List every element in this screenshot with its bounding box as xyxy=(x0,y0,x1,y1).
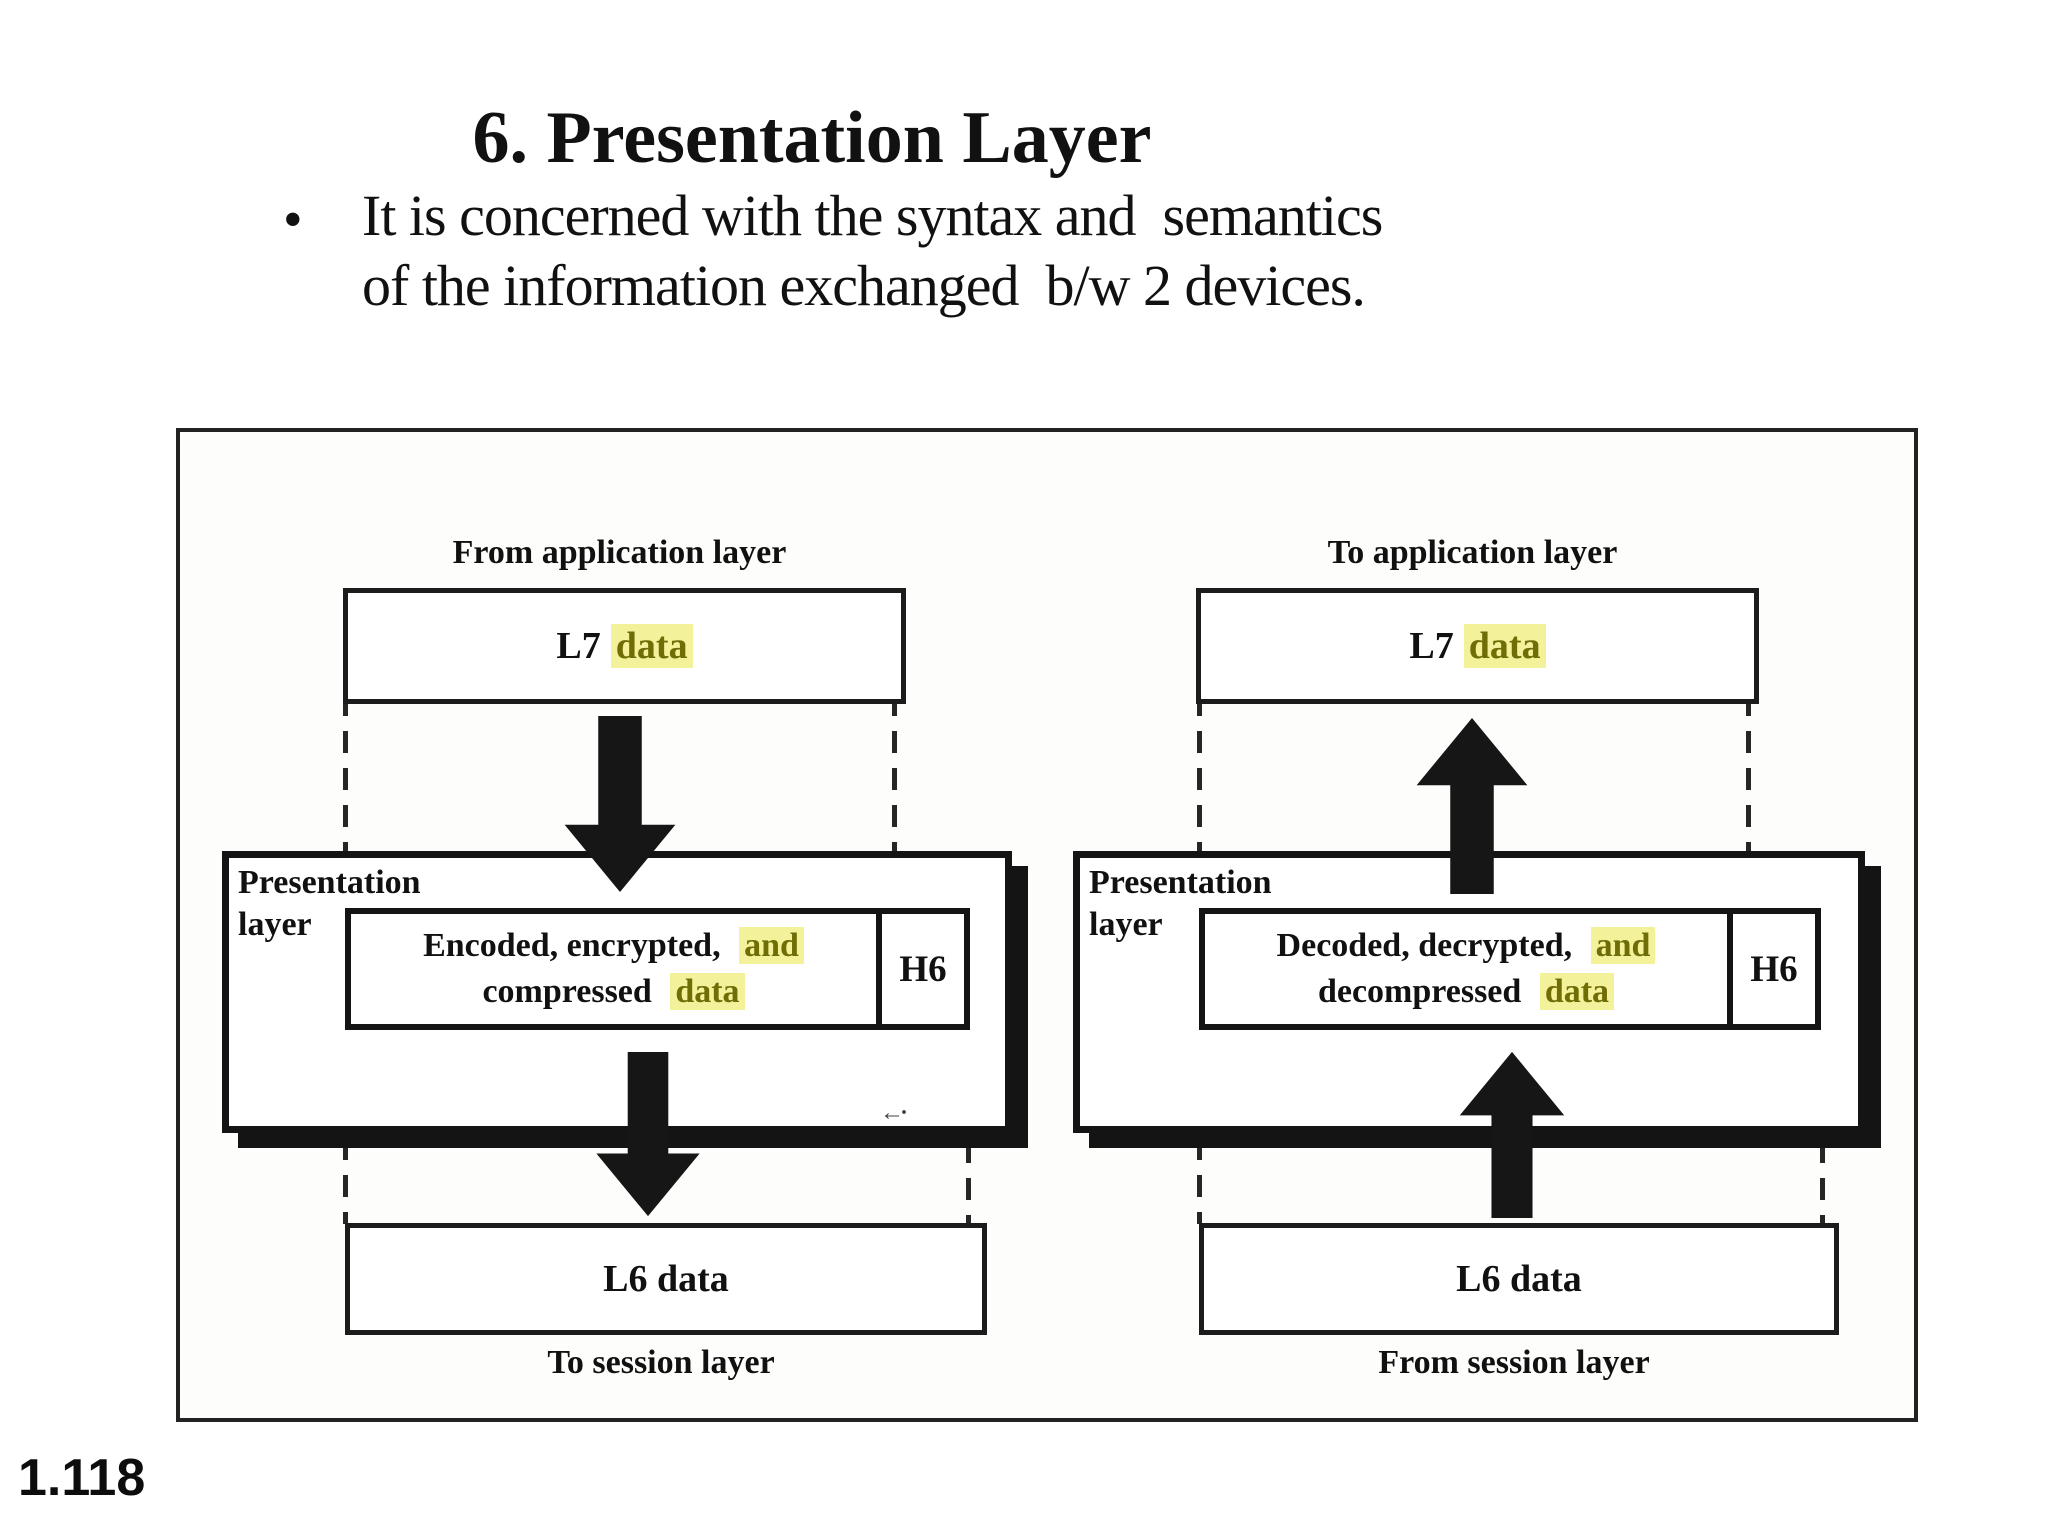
h6-header-cell: H6 xyxy=(1727,914,1815,1024)
decoded-data-text: Decoded, decrypted, and decompressed dat… xyxy=(1205,914,1727,1024)
l6-data-box: L6 data xyxy=(345,1223,987,1335)
bullet-line-1: It is concerned with the syntax and sema… xyxy=(362,183,1383,248)
h6-header-cell: H6 xyxy=(876,914,964,1024)
down-arrow-icon xyxy=(596,1052,700,1217)
encoded-data-text: Encoded, encrypted, and compressed data xyxy=(351,914,876,1024)
to-application-layer-label: To application layer xyxy=(1327,534,1618,571)
l7-data-highlight: data xyxy=(610,624,693,668)
up-arrow-icon xyxy=(1459,1051,1565,1218)
page-title: 6. Presentation Layer xyxy=(472,97,1152,179)
bullet-line-2: of the information exchanged b/w 2 devic… xyxy=(362,253,1366,318)
presentation-layer-label: Presentation layer xyxy=(1089,864,1272,943)
from-session-layer-label: From session layer xyxy=(1378,1344,1650,1381)
dashed-guide-right-upper xyxy=(1746,694,1751,912)
page-number: 1.118 xyxy=(18,1449,146,1507)
l7-data-highlight: data xyxy=(1463,624,1546,668)
up-arrow-icon xyxy=(1416,717,1528,894)
dashed-guide-right-upper xyxy=(892,694,897,912)
down-arrow-icon xyxy=(564,716,676,893)
diagram-frame: From application layer L7 data Presentat… xyxy=(176,428,1918,1422)
l7-data-box: L7 data xyxy=(1196,588,1759,704)
from-application-layer-label: From application layer xyxy=(452,534,787,571)
presentation-layer-label: Presentation layer xyxy=(238,864,421,943)
receiver-diagram: To application layer L7 data Presentatio… xyxy=(180,432,1914,1418)
decoded-data-box: Decoded, decrypted, and decompressed dat… xyxy=(1199,908,1821,1030)
scan-artifact: ←· xyxy=(880,1100,908,1126)
to-session-layer-label: To session layer xyxy=(547,1344,775,1381)
l6-data-box: L6 data xyxy=(1199,1223,1839,1335)
l7-data-box: L7 data xyxy=(343,588,906,704)
l7-label: L7 xyxy=(556,625,601,667)
bullet-icon: • xyxy=(283,189,303,251)
l7-label: L7 xyxy=(1409,625,1454,667)
encoded-data-box: Encoded, encrypted, and compressed data … xyxy=(345,908,970,1030)
sender-diagram: From application layer L7 data Presentat… xyxy=(180,432,1914,1418)
